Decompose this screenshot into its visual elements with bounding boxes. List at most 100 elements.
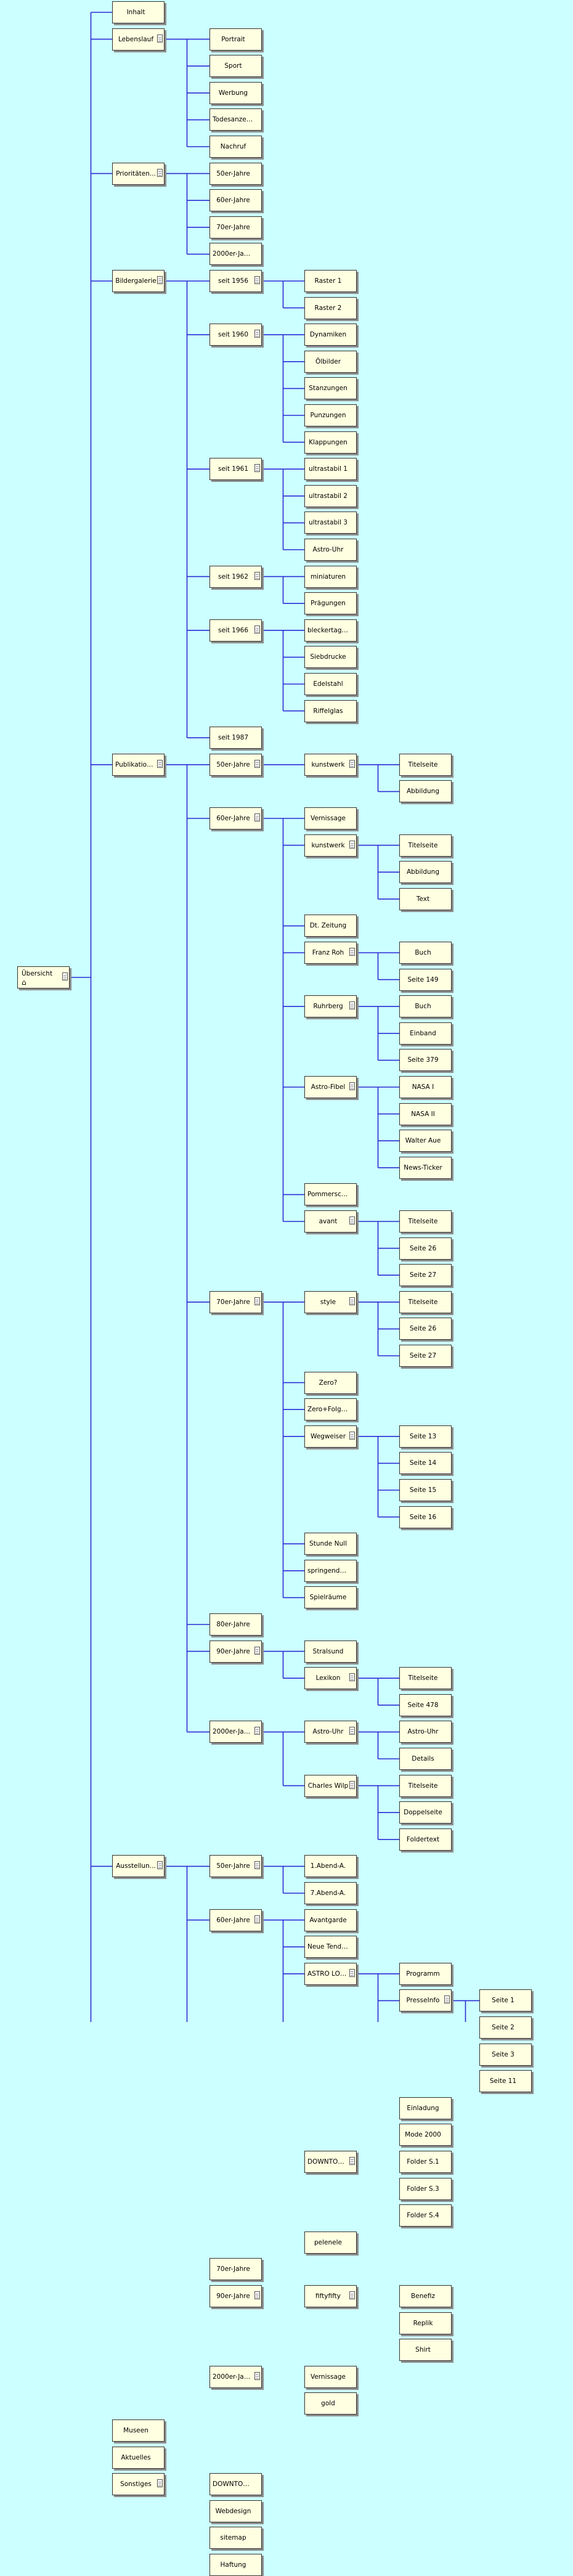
node-raster-2[interactable]: Raster 2 [304,296,357,319]
node-oelbilder[interactable]: Ölbilder [304,350,357,373]
node-buch[interactable]: Buch [399,995,452,1018]
node-seite-26[interactable]: Seite 26 [399,1237,452,1260]
node-seit-1987[interactable]: seit 1987 [209,727,262,749]
node-90er-jahre[interactable]: 90er-Jahre [209,2285,262,2307]
node-sport[interactable]: Sport [209,55,262,78]
node-seite-15[interactable]: Seite 15 [399,1479,452,1501]
node-ausstellun[interactable]: Ausstellun... [112,1855,165,1878]
node-seite-13[interactable]: Seite 13 [399,1425,452,1448]
node-fiftyfifty[interactable]: fiftyfifty [304,2285,357,2307]
node-details[interactable]: Details [399,1748,452,1770]
node-zero-folgen[interactable]: Zero+Folgen [304,1398,357,1421]
node-edelstahl[interactable]: Edelstahl [304,673,357,695]
node-news-ticker[interactable]: News-Ticker [399,1156,452,1179]
node-nachruf[interactable]: Nachruf [209,136,262,158]
node-todesanzeige[interactable]: Todesanzeige [209,108,262,131]
node-franz-roh[interactable]: Franz Roh [304,942,357,964]
node-seite-14[interactable]: Seite 14 [399,1452,452,1475]
node-style[interactable]: style [304,1290,357,1313]
node-60er-jahre[interactable]: 60er-Jahre [209,1909,262,1931]
node-spielraeume[interactable]: Spielräume [304,1586,357,1609]
node-titelseite[interactable]: Titelseite [399,1667,452,1690]
node-ultrastabil-3[interactable]: ultrastabil 3 [304,512,357,534]
node-50er-jahre[interactable]: 50er-Jahre [209,1855,262,1878]
node-dynamiken[interactable]: Dynamiken [304,324,357,346]
node-programm[interactable]: Programm [399,1962,452,1985]
node-2000er-jahre[interactable]: 2000er-Jahre [209,1721,262,1743]
node-seit-1966[interactable]: seit 1966 [209,619,262,642]
node-seite-478[interactable]: Seite 478 [399,1694,452,1716]
node-seit-1956[interactable]: seit 1956 [209,270,262,292]
node-neue-tendenz[interactable]: Neue Tendenz [304,1936,357,1958]
node-stanzungen[interactable]: Stanzungen [304,377,357,400]
node-sitemap[interactable]: sitemap [209,2527,262,2550]
node-70er-jahre[interactable]: 70er-Jahre [209,216,262,238]
node-seit-1960[interactable]: seit 1960 [209,324,262,346]
node-astro-look[interactable]: ASTRO LOOK [304,1962,357,1985]
node-miniaturen[interactable]: miniaturen [304,565,357,588]
node-titelseite[interactable]: Titelseite [399,834,452,857]
node-zero[interactable]: Zero? [304,1371,357,1394]
node-50er-jahre[interactable]: 50er-Jahre [209,753,262,776]
node-prioritaeten[interactable]: Prioritäten... [112,162,165,185]
node-aktuelles[interactable]: Aktuelles [112,2446,165,2469]
node-seite-2[interactable]: Seite 2 [479,2016,532,2039]
node-seite-379[interactable]: Seite 379 [399,1049,452,1072]
node-folder-s-4[interactable]: Folder S.4 [399,2204,452,2227]
node-ultrastabil-2[interactable]: ultrastabil 2 [304,484,357,507]
node-titelseite[interactable]: Titelseite [399,753,452,776]
node-astro-uhr[interactable]: Astro-Uhr [399,1721,452,1743]
node-klappungen[interactable]: Klappungen [304,431,357,454]
node-astro-uhr[interactable]: Astro-Uhr [304,1721,357,1743]
node-avant[interactable]: avant [304,1210,357,1233]
node-buch[interactable]: Buch [399,942,452,964]
node-kunstwerk[interactable]: kunstwerk [304,753,357,776]
node-museen[interactable]: Museen [112,2419,165,2442]
node-presseinfo[interactable]: PresseInfo [399,1989,452,2012]
node-springende-p[interactable]: springende P [304,1559,357,1582]
node-text[interactable]: Text [399,887,452,910]
node-vernissage[interactable]: Vernissage [304,2365,357,2388]
node-pommersche[interactable]: Pommersche [304,1183,357,1206]
node-ultrastabil-1[interactable]: ultrastabil 1 [304,458,357,481]
node-titelseite[interactable]: Titelseite [399,1210,452,1233]
node-70er-jahre[interactable]: 70er-Jahre [209,2258,262,2281]
node-haftung[interactable]: Haftung [209,2554,262,2576]
node-inhalt[interactable]: Inhalt [112,1,165,23]
node-dt-zeitung[interactable]: Dt. Zeitung [304,915,357,937]
node-1-abend-a[interactable]: 1.Abend-A. [304,1855,357,1878]
node-50er-jahre[interactable]: 50er-Jahre [209,162,262,185]
node-titelseite[interactable]: Titelseite [399,1774,452,1797]
node-portrait[interactable]: Portrait [209,28,262,51]
root-node[interactable]: Übersicht⌂ [17,966,70,988]
node-80er-jahre[interactable]: 80er-Jahre [209,1613,262,1636]
node-2000er-jahre[interactable]: 2000er-Jahre [209,2365,262,2388]
node-vernissage[interactable]: Vernissage [304,807,357,829]
node-70er-jahre[interactable]: 70er-Jahre [209,1290,262,1313]
node-charles-wilp[interactable]: Charles Wilp [304,1774,357,1797]
node-doppelseite[interactable]: Doppelseite [399,1801,452,1824]
node-einladung[interactable]: Einladung [399,2097,452,2119]
node-seit-1961[interactable]: seit 1961 [209,458,262,481]
node-seit-1962[interactable]: seit 1962 [209,565,262,588]
node-benefiz[interactable]: Benefiz [399,2285,452,2307]
node-bleckertagen[interactable]: bleckertagen [304,619,357,642]
node-raster-1[interactable]: Raster 1 [304,270,357,292]
node-folder-s-3[interactable]: Folder S.3 [399,2177,452,2200]
node-lebenslauf[interactable]: Lebenslauf [112,28,165,51]
node-seite-149[interactable]: Seite 149 [399,968,452,991]
node-2000er-jahre[interactable]: 2000er-Jahre [209,243,262,266]
node-seite-16[interactable]: Seite 16 [399,1506,452,1528]
node-gold[interactable]: gold [304,2392,357,2415]
node-nasa-i[interactable]: NASA I [399,1076,452,1098]
node-lexikon[interactable]: Lexikon [304,1667,357,1690]
node-nasa-ii[interactable]: NASA II [399,1103,452,1125]
node-seite-1[interactable]: Seite 1 [479,1989,532,2012]
node-walter-aue[interactable]: Walter Aue [399,1130,452,1152]
node-seite-11[interactable]: Seite 11 [479,2070,532,2093]
node-webdesign[interactable]: Webdesign [209,2500,262,2522]
node-titelseite[interactable]: Titelseite [399,1290,452,1313]
node-punzungen[interactable]: Punzungen [304,404,357,426]
node-7-abend-a[interactable]: 7.Abend-A. [304,1882,357,1904]
node-downtown[interactable]: DOWNTOWN [209,2473,262,2496]
